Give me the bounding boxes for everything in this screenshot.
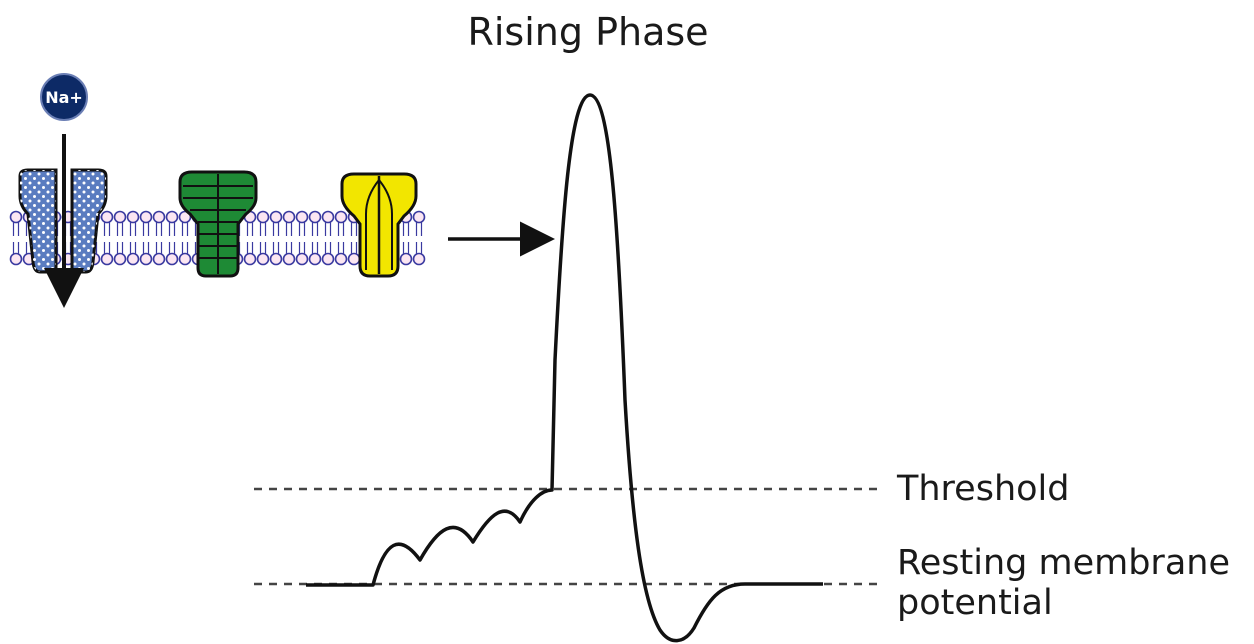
- lipid-head: [100, 210, 114, 224]
- lipid-head: [9, 210, 23, 224]
- lipid-head: [321, 252, 335, 266]
- threshold-label: Threshold: [896, 469, 1070, 509]
- lipid-head: [295, 252, 309, 266]
- lipid-head: [126, 210, 140, 224]
- lipid-head: [100, 252, 114, 266]
- lipid-head: [165, 210, 179, 224]
- lipid-head: [243, 252, 257, 266]
- lipid-head: [412, 252, 426, 266]
- lipid-head: [269, 252, 283, 266]
- action-potential-trace: [306, 93, 823, 643]
- lipid-head: [334, 210, 348, 224]
- lipid-head: [152, 210, 166, 224]
- lipid-head: [269, 210, 283, 224]
- lipid-head: [282, 210, 296, 224]
- lipid-head: [165, 252, 179, 266]
- lipid-head: [321, 210, 335, 224]
- lipid-head: [9, 252, 23, 266]
- title: Rising Phase: [467, 10, 708, 54]
- leak-channel-icon: [340, 172, 418, 278]
- lipid-head: [399, 252, 413, 266]
- lipid-head: [334, 252, 348, 266]
- ion-label: Na+: [45, 88, 83, 107]
- lipid-head: [295, 210, 309, 224]
- lipid-head: [152, 252, 166, 266]
- lipid-head: [256, 210, 270, 224]
- lipid-head: [347, 252, 361, 266]
- resting-label-line1: Resting membrane: [897, 543, 1230, 583]
- sodium-channel-icon: [18, 168, 108, 274]
- lipid-head: [139, 252, 153, 266]
- lipid-head: [256, 252, 270, 266]
- resting-label-line2: potential: [897, 583, 1053, 623]
- lipid-head: [412, 210, 426, 224]
- sodium-ion-icon: Na+: [40, 73, 88, 121]
- lipid-head: [178, 252, 192, 266]
- lipid-head: [282, 252, 296, 266]
- lipid-head: [139, 210, 153, 224]
- lipid-head: [308, 252, 322, 266]
- lipid-head: [113, 210, 127, 224]
- lipid-head: [126, 252, 140, 266]
- lipid-head: [113, 252, 127, 266]
- potassium-channel-icon: [178, 170, 258, 278]
- lipid-head: [308, 210, 322, 224]
